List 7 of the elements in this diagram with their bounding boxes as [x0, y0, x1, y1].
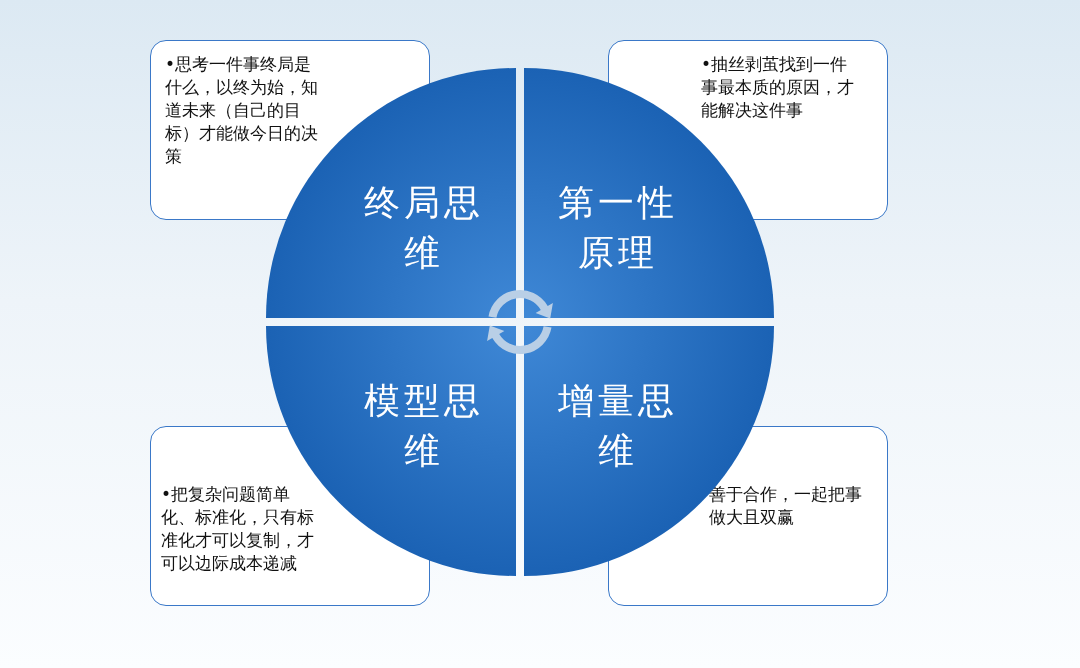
quadrant-title: 终局思维 — [363, 181, 485, 275]
quadrant-title: 增量思维 — [557, 379, 679, 473]
bullet-text: •思考一件事终局是什么，以终为始，知道未来（自己的目标）才能做今日的决策 — [165, 53, 319, 168]
quadrant-title: 第一性原理 — [557, 181, 679, 275]
bullet-text: •抽丝剥茧找到一件事最本质的原因，才能解决这件事 — [701, 53, 855, 122]
bullet-text: •把复杂问题简单化、标准化，只有标准化才可以复制，才可以边际成本递减 — [161, 483, 315, 575]
quadrant-title: 模型思维 — [363, 379, 485, 473]
